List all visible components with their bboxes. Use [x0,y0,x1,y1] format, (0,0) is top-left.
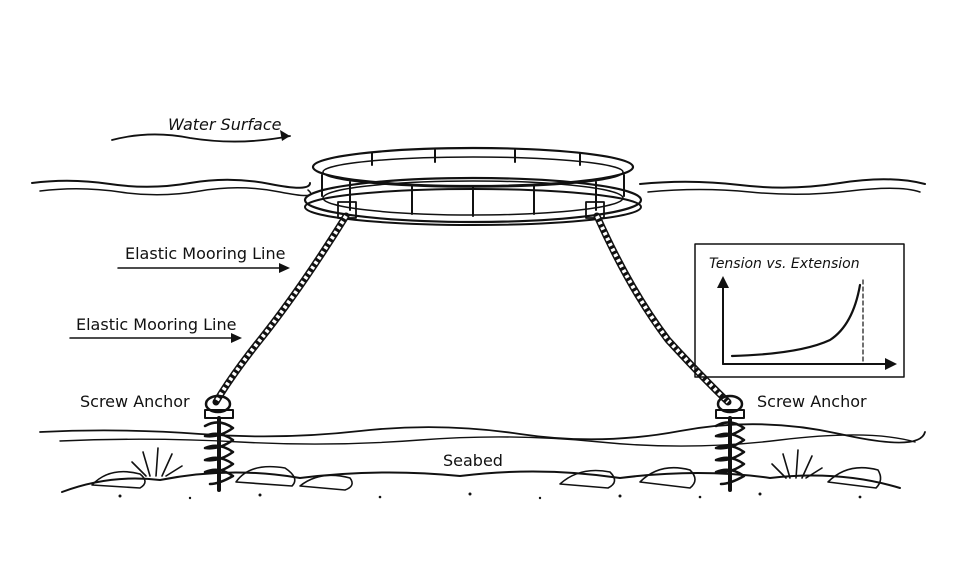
rock [235,465,296,487]
inset-frame [694,243,905,378]
sediment-dots [118,492,862,500]
floating-ring [303,146,643,226]
ring-posts [321,149,625,217]
screw-anchor-label-left: Screw Anchor [80,392,190,411]
mooring-line-annotation-lower: Elastic Mooring Line [69,315,242,343]
seagrass [131,447,183,477]
rock [827,466,882,489]
arrow-head [279,263,290,273]
screw-anchor-left [203,394,235,492]
water-surface-label: Water Surface [168,115,282,134]
mooring-line-right [593,212,732,406]
rock [91,470,146,489]
x-axis-arrow [885,358,897,370]
mooring-line-label-upper: Elastic Mooring Line [125,244,285,263]
seabed [39,423,926,500]
rock [559,469,616,489]
seabed-label: Seabed [443,451,503,470]
screw-anchor-label-right: Screw Anchor [757,392,867,411]
arrow-head [280,130,290,141]
screw-anchor-right [714,394,746,492]
mooring-line-label-lower: Elastic Mooring Line [76,315,236,334]
tension-extension-inset: Tension vs. Extension [694,243,905,378]
anchor-helix [203,421,235,486]
anchor-helix [714,421,746,486]
water-surface-annotation: Water Surface [111,115,291,143]
mooring-line-annotation-upper: Elastic Mooring Line [117,244,290,273]
mooring-line-left [212,212,350,406]
rock [639,466,696,489]
y-axis-arrow [717,276,729,288]
rock [299,474,353,491]
tension-curve [730,283,862,358]
water-surface [31,178,926,197]
anchor-eye [716,394,744,414]
anchor-eye [204,394,232,414]
arrow-head [231,333,242,343]
inset-title: Tension vs. Extension [709,256,860,272]
seagrass [771,449,823,479]
